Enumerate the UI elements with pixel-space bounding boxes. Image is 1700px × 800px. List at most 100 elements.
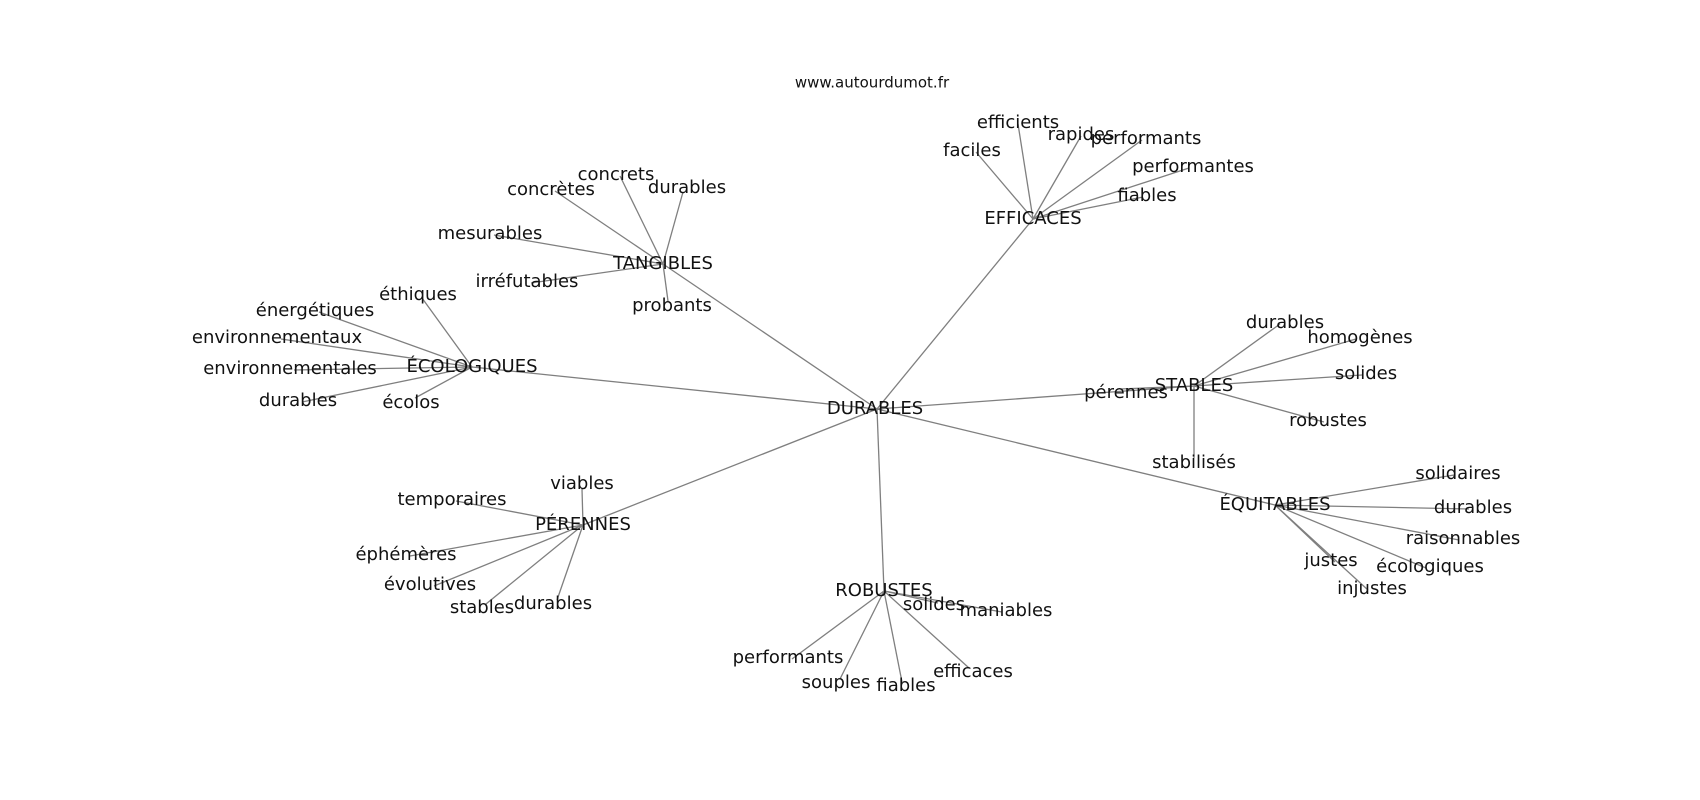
leaf-node: éphémères [355,544,456,565]
leaf-node: solides [903,594,965,615]
leaf-node: injustes [1337,578,1407,599]
leaf-node: raisonnables [1406,528,1521,549]
leaf-node: environnementaux [192,327,363,348]
hub-to-leaf-edge [493,234,664,265]
leaf-node: durables [648,177,726,198]
leaf-node: durables [514,593,592,614]
leaf-node: durables [1434,497,1512,518]
leaf-node: concrètes [507,179,595,200]
center-to-hub-edge [582,408,878,526]
hub-to-leaf-edge [530,263,664,284]
hub-to-leaf-edge [619,175,664,265]
leaf-node: concrets [578,164,655,185]
hub-to-leaf-edge [662,191,684,265]
leaf-node: fiables [1117,185,1176,206]
leaf-node: énergétiques [256,300,375,321]
center-node: DURABLES [827,398,923,419]
hub-to-leaf-edge [1274,474,1455,506]
leaf-node: efficaces [933,661,1013,682]
hub-node: EFFICACES [984,208,1081,229]
center-to-hub-edge [876,408,1276,506]
hub-to-leaf-edge [883,590,1003,613]
leaf-node: faciles [943,140,1001,161]
hub-to-leaf-edge [280,338,473,368]
hub-to-leaf-edge [556,524,584,601]
hub-to-leaf-edge [1274,504,1369,591]
leaf-node: homogènes [1307,327,1412,348]
leaf-node: durables [1246,312,1324,333]
hub-to-leaf-edge [293,366,473,371]
leaf-node: écologiques [1376,556,1484,577]
site-watermark: www.autourdumot.fr [795,74,950,92]
leaf-node: performants [1091,128,1202,149]
leaf-node: solides [1335,363,1397,384]
hub-to-leaf-edge [1193,323,1281,387]
leaf-node: écolos [382,392,439,413]
leaf-node: viables [550,473,614,494]
leaf-node: évolutives [384,574,476,595]
graph-labels: www.autourdumot.fr DURABLES concretsconc… [192,74,1520,697]
hub-node: STABLES [1155,375,1234,396]
hub-to-leaf-edge [455,500,584,526]
leaf-node: temporaires [398,489,507,510]
hub-node: ÉQUITABLES [1219,493,1330,515]
leaf-node: éthiques [379,284,457,305]
leaf-node: mesurables [438,223,543,244]
center-to-hub-edge [876,408,885,592]
leaf-node: fiables [876,675,935,696]
leaf-node: efficients [977,112,1059,133]
hub-to-leaf-edge [1032,167,1190,220]
hub-to-leaf-edge [1193,338,1357,387]
leaf-node: robustes [1289,410,1367,431]
leaf-node: maniables [960,600,1053,621]
hub-to-leaf-edge [554,190,664,265]
hub-to-leaf-edge [414,366,473,399]
leaf-node: performantes [1132,156,1254,177]
hub-node: ROBUSTES [835,580,932,601]
hub-to-leaf-edge [883,590,970,669]
hub-to-leaf-edge [1017,123,1034,220]
hub-to-leaf-edge [1274,504,1470,510]
hub-to-leaf-edge [883,590,903,683]
leaf-node: souples [802,672,871,693]
hub-node: TANGIBLES [612,253,713,274]
hub-to-leaf-edge [1032,139,1143,220]
hub-node: PÉRENNES [535,513,631,535]
hub-to-leaf-edge [1032,135,1082,220]
hub-to-leaf-edge [433,524,584,587]
hub-to-leaf-edge [1274,504,1427,569]
leaf-node: stables [450,597,514,618]
leaf-node: irréfutables [476,271,579,292]
hub-to-leaf-edge [839,590,885,680]
hub-to-leaf-edge [1274,504,1460,541]
hub-to-leaf-edge [409,524,584,557]
hub-to-leaf-edge [1193,374,1363,387]
hub-node: ÉCOLOGIQUES [406,355,537,377]
hub-to-leaf-edge [301,366,473,403]
leaf-node: durables [259,390,337,411]
hub-to-leaf-edge [318,311,473,368]
leaf-node: pérennes [1084,382,1168,403]
hub-to-leaf-edge [662,263,669,302]
hub-to-leaf-edge [485,524,584,605]
leaf-node: environnementales [203,358,377,379]
center-to-hub-edge [876,385,1195,410]
hub-to-leaf-edge [421,297,473,368]
leaf-node: stabilisés [1152,452,1236,473]
leaf-node: performants [733,647,844,668]
graph-edges [280,123,1470,683]
center-to-hub-edge [662,263,878,410]
hub-to-leaf-edge [581,488,584,526]
leaf-node: probants [632,295,712,316]
leaf-node: rapides [1048,124,1115,145]
leaf-node: solidaires [1415,463,1500,484]
hub-to-leaf-edge [1119,385,1195,390]
leaf-node: justes [1303,550,1357,571]
hub-to-leaf-edge [975,151,1034,220]
hub-to-leaf-edge [791,590,885,660]
hub-to-leaf-edge [1193,385,1325,423]
center-to-hub-edge [876,218,1034,410]
hub-to-leaf-edge [1032,196,1144,220]
center-to-hub-edge [471,366,878,410]
